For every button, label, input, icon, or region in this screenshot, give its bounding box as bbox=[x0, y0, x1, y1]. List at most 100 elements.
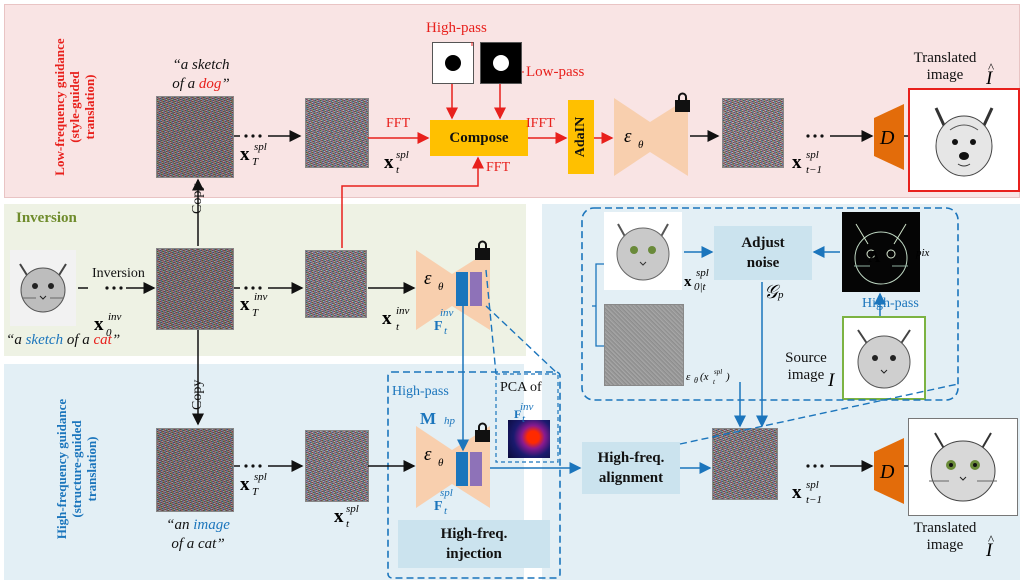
svg-text:spl: spl bbox=[440, 487, 453, 499]
source-cat-sketch-image bbox=[10, 250, 76, 326]
noisy-cat-xt-1-bottom bbox=[712, 428, 778, 500]
svg-text:θ: θ bbox=[438, 281, 444, 293]
svg-text:x: x bbox=[792, 482, 802, 503]
svg-text:F: F bbox=[434, 499, 443, 514]
unet-inversion bbox=[416, 250, 490, 330]
svg-text:spl: spl bbox=[696, 267, 709, 279]
source-cat-image bbox=[842, 316, 926, 400]
svg-text:x: x bbox=[240, 294, 250, 315]
predicted-noise-image bbox=[604, 304, 684, 386]
low-pass-label: Low-pass bbox=[526, 64, 585, 80]
svg-text:inv: inv bbox=[108, 311, 122, 323]
high-pass-blue-label: High-pass bbox=[862, 296, 919, 311]
svg-text:^: ^ bbox=[988, 60, 994, 75]
adain-box: AdaIN bbox=[568, 100, 594, 174]
ifft-label: IFFT bbox=[526, 116, 555, 131]
svg-text:t−1: t−1 bbox=[806, 494, 822, 506]
fft-label-2: FFT bbox=[486, 160, 511, 175]
noisy-cat-xt-spl-top bbox=[305, 98, 369, 168]
svg-text:x: x bbox=[384, 152, 394, 173]
pca-feature-map-image bbox=[508, 420, 550, 458]
lock-icon bbox=[475, 92, 690, 442]
svg-text:I: I bbox=[985, 68, 994, 89]
unet-top bbox=[614, 98, 688, 176]
svg-text:M: M bbox=[420, 409, 436, 428]
svg-text:pix: pix bbox=[915, 247, 930, 259]
svg-text:T: T bbox=[252, 307, 259, 319]
high-freq-injection-box: High-freq.injection bbox=[398, 520, 550, 568]
decoder-bottom bbox=[874, 438, 904, 504]
compose-box: Compose bbox=[430, 120, 528, 156]
svg-text:t: t bbox=[444, 505, 448, 517]
svg-text:θ: θ bbox=[438, 457, 444, 469]
noise-image-xT-spl-top bbox=[156, 96, 234, 178]
svg-text:x: x bbox=[240, 474, 250, 495]
copy-label-bottom: Copy bbox=[190, 379, 205, 410]
svg-text:ε: ε bbox=[686, 371, 691, 383]
svg-text:ε: ε bbox=[424, 268, 432, 289]
noise-image-xT-inv bbox=[156, 248, 234, 330]
svg-text:F: F bbox=[514, 407, 521, 421]
svg-text:x: x bbox=[684, 274, 692, 290]
svg-text:x: x bbox=[382, 308, 392, 329]
high-pass-label: High-pass bbox=[426, 20, 487, 36]
svg-text:spl: spl bbox=[254, 141, 267, 153]
decoder-top bbox=[874, 104, 904, 170]
translated-dog-image bbox=[908, 88, 1020, 192]
svg-text:spl: spl bbox=[806, 149, 819, 161]
svg-text:spl: spl bbox=[254, 471, 267, 483]
svg-text:θ: θ bbox=[694, 376, 698, 385]
translated-cat-image bbox=[908, 418, 1018, 516]
svg-text:t: t bbox=[713, 378, 716, 386]
svg-text:T: T bbox=[252, 156, 259, 168]
svg-text:): ) bbox=[725, 371, 730, 383]
noisy-dog-xt-1-top bbox=[722, 98, 784, 168]
fft-label-1: FFT bbox=[386, 116, 411, 131]
svg-text:spl: spl bbox=[714, 368, 722, 376]
noise-image-xT-spl-bottom bbox=[156, 428, 234, 512]
svg-text:T: T bbox=[252, 486, 259, 498]
svg-text:t: t bbox=[522, 413, 526, 425]
svg-text:spl: spl bbox=[806, 479, 819, 491]
svg-text:x: x bbox=[334, 506, 344, 527]
svg-text:inv: inv bbox=[520, 401, 534, 413]
svg-text:x: x bbox=[792, 152, 802, 173]
copy-label-top: Copy bbox=[190, 183, 205, 214]
svg-text:I: I bbox=[827, 370, 836, 391]
svg-text:ε: ε bbox=[624, 126, 632, 147]
svg-text:hp: hp bbox=[444, 415, 456, 427]
svg-text:x: x bbox=[240, 144, 250, 165]
noisy-cat-xt-inv bbox=[305, 250, 367, 318]
high-pass-mask-icon bbox=[432, 42, 474, 84]
dog-prompt: “a sketch of a dog” bbox=[172, 57, 230, 92]
svg-text:F: F bbox=[434, 319, 443, 334]
cat-prompt: “a sketch of a cat” bbox=[6, 332, 121, 348]
svg-text:0: 0 bbox=[106, 327, 112, 339]
svg-text:t: t bbox=[444, 325, 448, 337]
svg-text:(x: (x bbox=[700, 371, 709, 383]
svg-text:D: D bbox=[879, 127, 895, 149]
svg-text:inv: inv bbox=[396, 305, 410, 317]
high-pass-m-label: High-pass bbox=[392, 384, 449, 399]
svg-text:t: t bbox=[346, 518, 350, 530]
svg-text:D: D bbox=[879, 461, 895, 483]
svg-text:^: ^ bbox=[988, 532, 994, 547]
svg-text:x: x bbox=[94, 314, 104, 335]
svg-text:𝒢: 𝒢 bbox=[764, 282, 781, 303]
svg-text:t: t bbox=[396, 321, 400, 333]
svg-text:spl: spl bbox=[346, 503, 359, 515]
svg-text:inv: inv bbox=[440, 307, 454, 319]
svg-text:I: I bbox=[985, 540, 994, 561]
svg-text:t−1: t−1 bbox=[806, 164, 822, 176]
high-pass-edge-image bbox=[842, 212, 920, 292]
svg-text:t: t bbox=[396, 164, 400, 176]
svg-text:θ: θ bbox=[638, 139, 644, 151]
unet-bottom bbox=[416, 426, 490, 508]
svg-text:spl: spl bbox=[396, 149, 409, 161]
svg-text:A: A bbox=[868, 247, 881, 266]
